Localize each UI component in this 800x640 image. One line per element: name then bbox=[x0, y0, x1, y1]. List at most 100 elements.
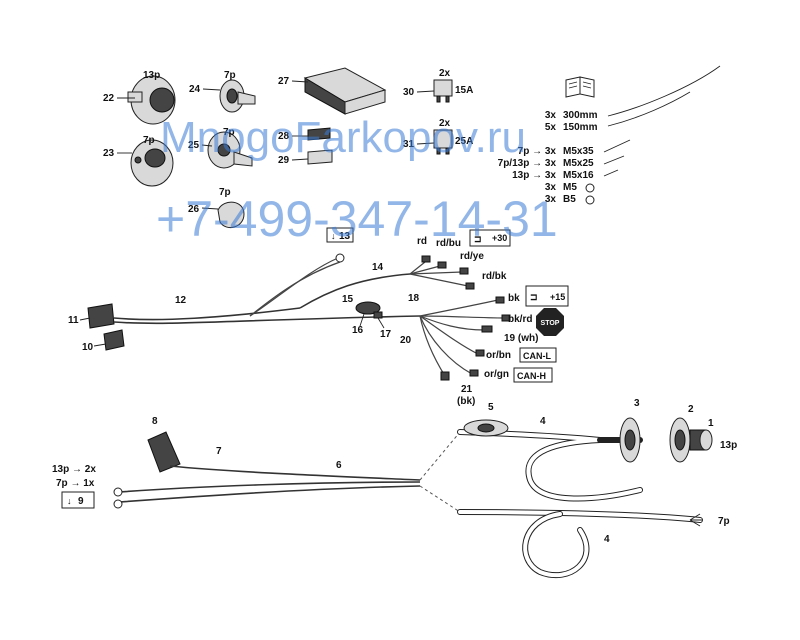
wire-or-bn: or/bn bbox=[486, 350, 511, 361]
label-part-6: 6 bbox=[336, 460, 342, 471]
label-part-21: 21 bbox=[461, 384, 473, 395]
label-part-25: 25 bbox=[188, 140, 200, 151]
hw-qty-6: 3x bbox=[545, 194, 557, 205]
hw-desc-0: 300mm bbox=[563, 110, 598, 121]
hw-desc-6: B5 bbox=[563, 194, 576, 205]
label-part-26: 26 bbox=[188, 204, 200, 215]
plus15-tag: ⊐ +15 bbox=[525, 285, 569, 307]
hardware-list: 3x 300mm 5x 150mm 7p → 3x M5x35 7p/13p →… bbox=[498, 110, 598, 205]
label-part-21-sub: (bk) bbox=[457, 396, 475, 407]
fuse-30-qty: 2x bbox=[439, 68, 451, 79]
hw-qty-4: 13p → 3x bbox=[512, 170, 556, 181]
label-7p-right: 7p bbox=[718, 516, 730, 527]
label-part-1: 1 bbox=[708, 418, 714, 429]
label-13p-right: 13p bbox=[720, 440, 737, 451]
part-28-pad bbox=[307, 127, 331, 141]
key-icon: ⊐ bbox=[530, 292, 538, 302]
hw-qty-5: 3x bbox=[545, 182, 557, 193]
label-7p-24: 7p bbox=[224, 70, 236, 81]
label-part-10: 10 bbox=[82, 342, 94, 353]
label-part-16: 16 bbox=[352, 325, 364, 336]
wire-or-gn: or/gn bbox=[484, 369, 509, 380]
label-part-8: 8 bbox=[152, 416, 158, 427]
wire-rd-ye: rd/ye bbox=[460, 251, 484, 262]
label-part-15: 15 bbox=[342, 294, 354, 305]
plus15-text: +15 bbox=[550, 292, 565, 302]
label-7p-23: 7p bbox=[143, 135, 155, 146]
label-part-5: 5 bbox=[488, 402, 494, 413]
can-l-text: CAN-L bbox=[523, 351, 551, 361]
part-11-connector bbox=[87, 303, 115, 329]
part-1-socket-13p bbox=[689, 429, 713, 451]
label-part-23: 23 bbox=[103, 148, 115, 159]
plus30-tag: ⊐ +30 bbox=[469, 229, 511, 247]
hw-qty-2: 7p → 3x bbox=[518, 146, 557, 157]
hw-qty-3: 7p/13p → 3x bbox=[498, 158, 557, 169]
part-30-fuse bbox=[433, 79, 453, 103]
wire-bk-rd: bk/rd bbox=[508, 314, 532, 325]
label-7p-25: 7p bbox=[223, 127, 235, 138]
label-part-24: 24 bbox=[189, 84, 201, 95]
part-31-fuse bbox=[433, 129, 453, 155]
fuse-31-qty: 2x bbox=[439, 118, 451, 129]
can-h-text: CAN-H bbox=[517, 371, 546, 381]
part-25-gasket bbox=[207, 131, 253, 169]
watermark-site: MnogoFarkopov.ru bbox=[160, 113, 526, 162]
part-24-grommet bbox=[219, 79, 256, 113]
label-7p-26: 7p bbox=[219, 187, 231, 198]
stop-sign-icon: STOP bbox=[536, 308, 564, 336]
part-8-connector bbox=[147, 431, 181, 473]
label-part-27: 27 bbox=[278, 76, 290, 87]
ref-9-tag: ↓ 9 bbox=[61, 491, 95, 509]
wire-bk: bk bbox=[508, 293, 520, 304]
hw-desc-3: M5x25 bbox=[563, 158, 594, 169]
label-part-17: 17 bbox=[380, 329, 392, 340]
wire-rd-bk: rd/bk bbox=[482, 271, 507, 282]
part-23-socket-7p bbox=[130, 139, 174, 187]
label-part-28: 28 bbox=[278, 131, 290, 142]
wire-rd-bu: rd/bu bbox=[436, 238, 461, 249]
clamp-icon: ⊐ bbox=[474, 234, 482, 244]
bottom-left-line2: 7p → 1x bbox=[56, 478, 95, 489]
label-13p-top: 13p bbox=[143, 70, 160, 81]
label-part-19: 19 (wh) bbox=[504, 333, 538, 344]
fuse-30-rating: 15A bbox=[455, 85, 473, 96]
can-l-tag: CAN-L bbox=[519, 347, 557, 363]
label-part-12: 12 bbox=[175, 295, 187, 306]
label-part-11: 11 bbox=[68, 315, 79, 326]
hw-desc-5: M5 bbox=[563, 182, 577, 193]
part-26-seal bbox=[217, 201, 245, 229]
part-2-cover bbox=[669, 417, 691, 463]
hw-desc-1: 150mm bbox=[563, 122, 598, 133]
screw-icons bbox=[585, 139, 631, 205]
label-part-4-upper: 4 bbox=[540, 416, 546, 427]
stop-text: STOP bbox=[541, 320, 560, 327]
bottom-left-line1: 13p → 2x bbox=[52, 464, 96, 475]
plus30-text: +30 bbox=[492, 233, 507, 243]
cable-tie-icon bbox=[607, 65, 721, 127]
ref-9-arrow-icon: ↓ bbox=[67, 496, 72, 506]
watermark-phone: +7-499-347-14-31 bbox=[156, 191, 558, 247]
label-part-2: 2 bbox=[688, 404, 694, 415]
wire-rd: rd bbox=[417, 236, 427, 247]
hw-desc-2: M5x35 bbox=[563, 146, 594, 157]
label-part-18: 18 bbox=[408, 293, 420, 304]
part-27-control-module bbox=[303, 67, 387, 115]
label-part-14: 14 bbox=[372, 262, 384, 273]
part-29-pad bbox=[307, 149, 333, 165]
label-part-3: 3 bbox=[634, 398, 640, 409]
label-part-7: 7 bbox=[216, 446, 222, 457]
label-part-20: 20 bbox=[400, 335, 412, 346]
label-part-22: 22 bbox=[103, 93, 115, 104]
ref-13-tag: ↓ 13 bbox=[326, 227, 354, 243]
part-3-gasket bbox=[619, 417, 641, 463]
label-part-29: 29 bbox=[278, 155, 290, 166]
part-5-grommet bbox=[463, 419, 509, 437]
part-22-socket-13p bbox=[127, 75, 176, 125]
ref-9-text: 9 bbox=[78, 496, 84, 507]
fuse-31-rating: 25A bbox=[455, 136, 473, 147]
ref-13-arrow-icon: ↓ bbox=[331, 231, 336, 241]
hw-qty-1: 5x bbox=[545, 122, 557, 133]
hw-desc-4: M5x16 bbox=[563, 170, 594, 181]
